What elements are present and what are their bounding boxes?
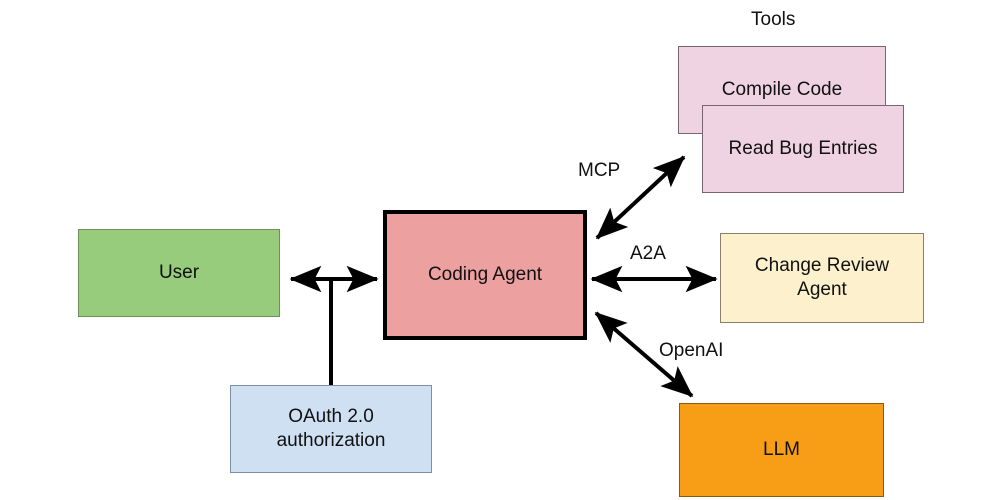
edge-label-mcp: MCP bbox=[578, 160, 621, 181]
edge-coding-agent-llm bbox=[594, 311, 694, 398]
node-coding-agent[interactable]: Coding Agent bbox=[383, 210, 587, 340]
edge-label-a2a: A2A bbox=[630, 243, 666, 264]
tools-group-caption: Tools bbox=[751, 9, 796, 30]
node-user[interactable]: User bbox=[78, 229, 280, 317]
edge-label-openai: OpenAI bbox=[659, 340, 724, 361]
node-llm[interactable]: LLM bbox=[679, 403, 884, 497]
node-read-bug-entries[interactable]: Read Bug Entries bbox=[702, 105, 904, 193]
node-change-review-agent[interactable]: Change Review Agent bbox=[720, 233, 924, 323]
node-oauth-authorization[interactable]: OAuth 2.0 authorization bbox=[230, 385, 432, 473]
edge-coding-agent-tools bbox=[595, 155, 686, 240]
